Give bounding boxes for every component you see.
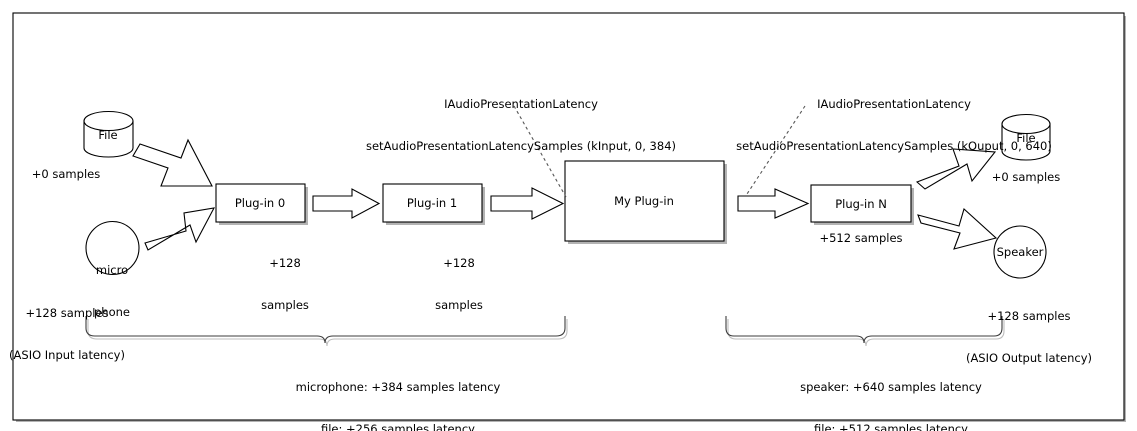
plugin-n-label: Plug-in N: [835, 197, 887, 211]
arrow-pluginn-to-speaker: [917, 208, 998, 250]
file-in-latency-label: +0 samples: [31, 167, 101, 181]
file-out-latency-label: +0 samples: [991, 170, 1061, 184]
plugin-1-latency-label: +128 samples: [435, 228, 483, 340]
plugin-1-latency-line2: samples: [435, 298, 483, 313]
input-chain-brace-label: microphone: +384 samples latency file: +…: [296, 352, 501, 431]
plugin-1-label: Plug-in 1: [406, 196, 458, 210]
arrow-plugin1-to-myplugin: [490, 187, 565, 220]
plugin-1-box: [382, 183, 483, 223]
output-chain-brace-label: speaker: +640 samples latency file: +512…: [800, 352, 982, 431]
speaker-latency-label: +128 samples (ASIO Output latency): [966, 281, 1092, 393]
speaker-label: Speaker: [996, 245, 1044, 259]
file-in-label: File: [98, 128, 118, 142]
plugin-0-latency-line1: +128: [269, 256, 301, 271]
leader-line-output-annotation: [744, 105, 806, 198]
output-chain-brace-line1: speaker: +640 samples latency: [800, 380, 982, 395]
speaker-shape: [993, 225, 1047, 279]
file-out-cylinder-shape: [1001, 113, 1051, 161]
arrow-plugin0-to-plugin1: [312, 188, 381, 219]
file-in-cylinder-shape: [83, 110, 134, 158]
arrow-microphone-to-plugin0: [144, 207, 216, 251]
my-plugin-box: [564, 160, 725, 242]
microphone-label-line2: phone: [94, 305, 130, 320]
arrow-file-to-plugin0: [132, 138, 213, 187]
plugin-1-latency-line1: +128: [443, 256, 475, 271]
input-latency-annotation-line2: setAudioPresentationLatencySamples (kInp…: [365, 139, 677, 154]
output-latency-annotation-line1: IAudioPresentationLatency: [817, 97, 971, 112]
output-latency-annotation: IAudioPresentationLatency setAudioPresen…: [736, 69, 1052, 181]
plugin-0-latency-line2: samples: [261, 298, 309, 313]
arrow-myplugin-to-pluginn: [737, 188, 810, 219]
output-chain-brace-line2: file: +512 samples latency: [814, 422, 968, 431]
plugin-0-box: [215, 183, 306, 223]
arrow-pluginn-to-file: [915, 148, 997, 190]
input-latency-annotation-line1: IAudioPresentationLatency: [444, 97, 598, 112]
input-chain-brace-shape: [85, 316, 568, 347]
microphone-latency-label: +128 samples (ASIO Input latency): [9, 278, 125, 390]
file-out-label: File: [1016, 131, 1036, 145]
my-plugin-label: My Plug-in: [614, 194, 674, 208]
input-latency-annotation: IAudioPresentationLatency setAudioPresen…: [366, 69, 676, 181]
microphone-label: micro phone: [94, 235, 130, 347]
output-latency-annotation-line2: setAudioPresentationLatencySamples (kOup…: [736, 139, 1052, 154]
microphone-shape: [85, 220, 140, 276]
microphone-label-line1: micro: [95, 263, 129, 278]
microphone-latency-line2: (ASIO Input latency): [9, 348, 125, 363]
speaker-latency-line1: +128 samples: [987, 309, 1071, 324]
input-chain-brace-line2: file: +256 samples latency: [320, 422, 475, 431]
plugin-0-label: Plug-in 0: [234, 196, 286, 210]
plugin-n-latency-label: +512 samples: [819, 231, 903, 245]
microphone-latency-line1: +128 samples: [25, 306, 109, 321]
speaker-latency-line2: (ASIO Output latency): [965, 351, 1093, 366]
plugin-n-box: [810, 184, 912, 223]
output-chain-brace-shape: [725, 316, 1005, 347]
plugin-0-latency-label: +128 samples: [261, 228, 309, 340]
input-chain-brace-line1: microphone: +384 samples latency: [295, 380, 501, 395]
